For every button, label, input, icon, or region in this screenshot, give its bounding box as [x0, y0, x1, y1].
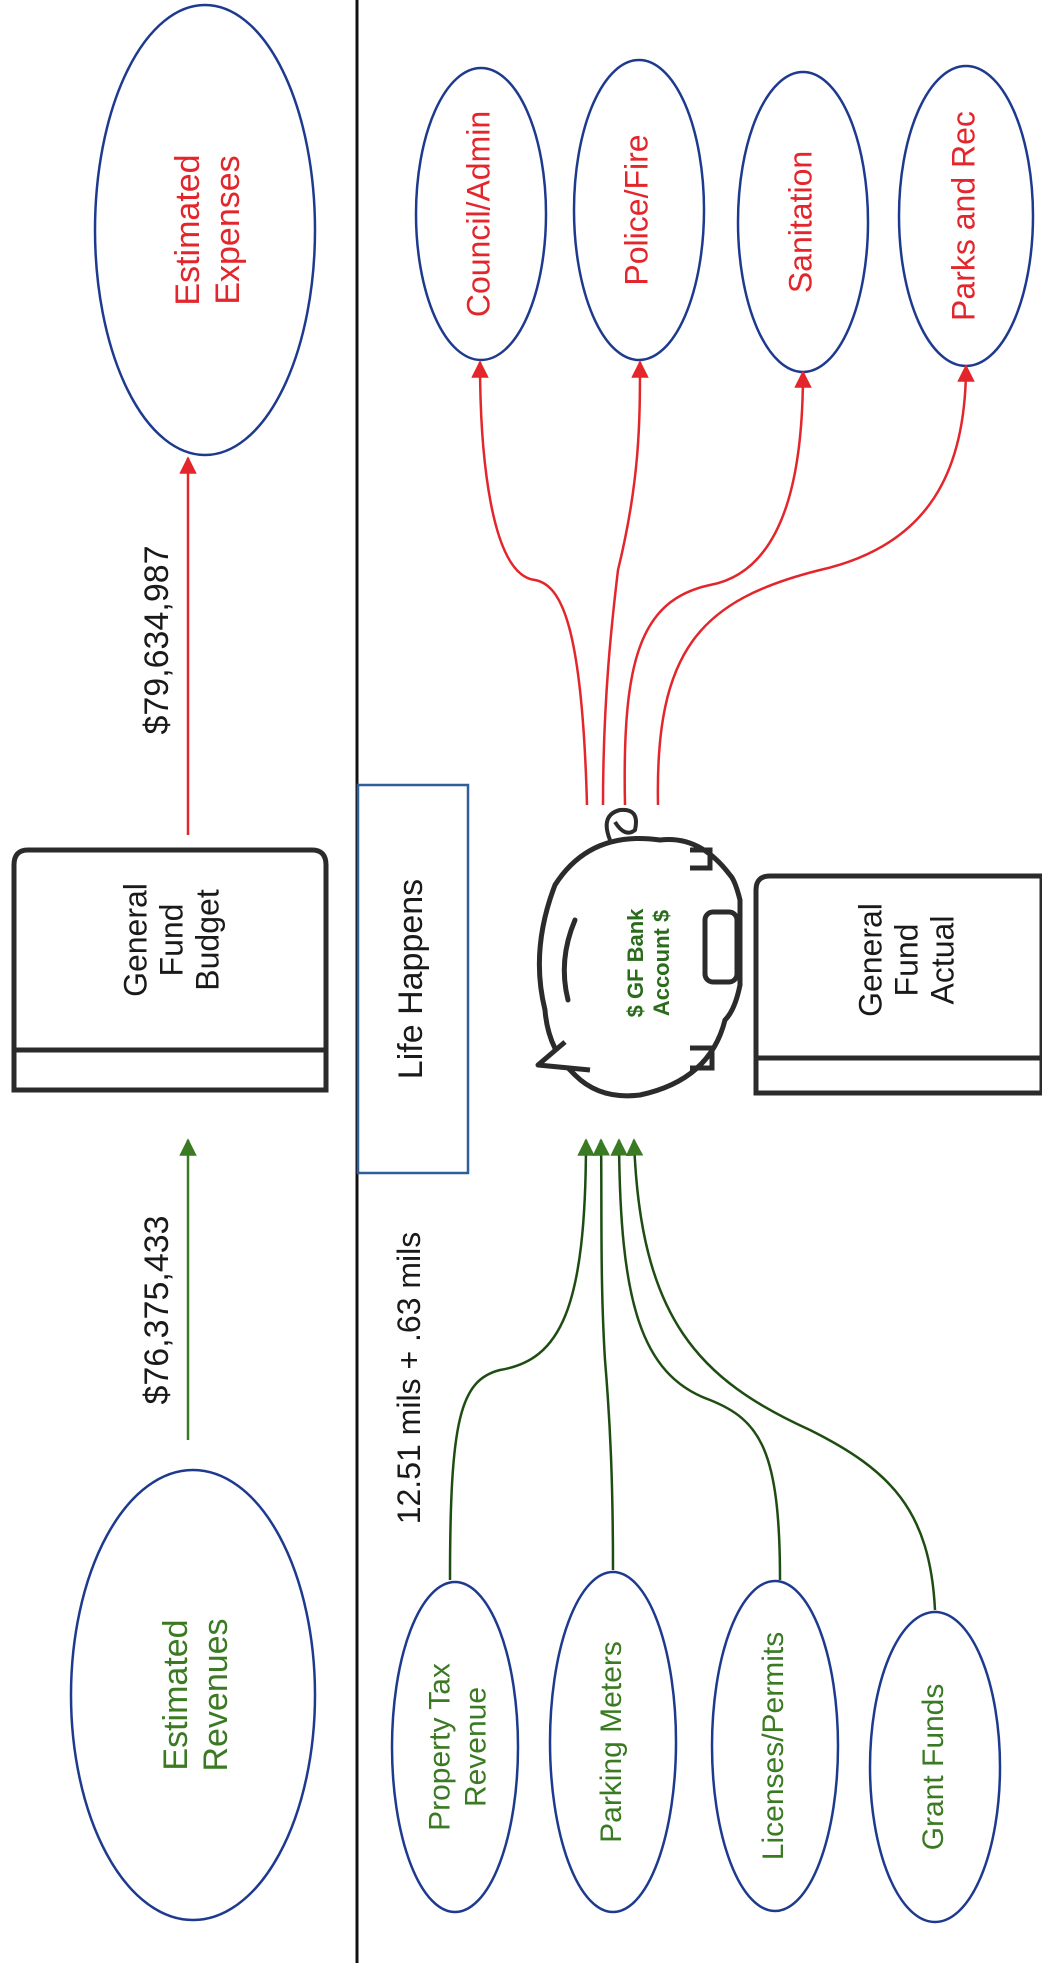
- bank-label: $ GF BankAccount $: [623, 908, 674, 1018]
- revenue-ellipse-property: [390, 1580, 520, 1914]
- expense-label-sanitation: Sanitation: [782, 151, 818, 293]
- budget-book-label: GeneralFundBudget: [118, 883, 226, 997]
- actual-book-label: GeneralFundActual: [853, 903, 961, 1017]
- life-happens-box: Life Happens: [356, 783, 470, 1175]
- revenue-label-grants: Grant Funds: [917, 1684, 950, 1851]
- revenue-ellipse-parking: [548, 1570, 678, 1914]
- flow-to-sanitation: [623, 370, 812, 806]
- actual-book-icon: GeneralFundActual: [753, 873, 1042, 1096]
- flow-from-licenses: [610, 1138, 782, 1581]
- life-happens-label: Life Happens: [392, 879, 430, 1079]
- expense-label-police: Police/Fire: [618, 134, 654, 285]
- flow-from-property: [448, 1138, 595, 1581]
- flow-from-parking: [592, 1138, 615, 1571]
- revenue-label-licenses: Licenses/Permits: [757, 1632, 790, 1860]
- revenues-ellipse: [69, 1468, 317, 1922]
- expenses-amount: $79,634,987: [138, 545, 176, 734]
- revenues-amount: $76,375,433: [138, 1215, 176, 1404]
- expense-flow-lines: [471, 360, 975, 806]
- expense-ellipse-police: [572, 58, 706, 362]
- revenue-flow-lines: [448, 1138, 937, 1611]
- expense-label-parks: Parks and Rec: [945, 111, 981, 321]
- flow-to-council: [471, 360, 589, 806]
- revenue-ellipse-licenses: [710, 1579, 840, 1913]
- revenue-ellipse-grants: [868, 1610, 1002, 1924]
- mils-label: 12.51 mils + .63 mils: [391, 1232, 427, 1525]
- flow-from-grants: [625, 1138, 937, 1611]
- estimated-expenses-node: EstimatedExpenses: [93, 3, 317, 457]
- expense-ellipse-council: [414, 66, 548, 362]
- expenses-label-text: EstimatedExpenses: [169, 154, 247, 305]
- flow-to-police: [601, 360, 649, 806]
- revenues-label: EstimatedRevenues: [157, 1618, 235, 1771]
- flow-to-parks: [656, 364, 975, 806]
- revenue-label-parking: Parking Meters: [595, 1641, 628, 1843]
- expense-label-council: Council/Admin: [460, 111, 496, 317]
- budget-book-icon: GeneralFundBudget: [11, 847, 329, 1093]
- expenses-ellipse: [93, 3, 317, 457]
- expense-categories: Council/Admin Police/Fire Sanitation Par…: [414, 58, 1035, 374]
- piggy-bank-icon: $ GF BankAccount $: [535, 807, 743, 1099]
- estimated-revenues-node: EstimatedRevenues: [69, 1468, 317, 1922]
